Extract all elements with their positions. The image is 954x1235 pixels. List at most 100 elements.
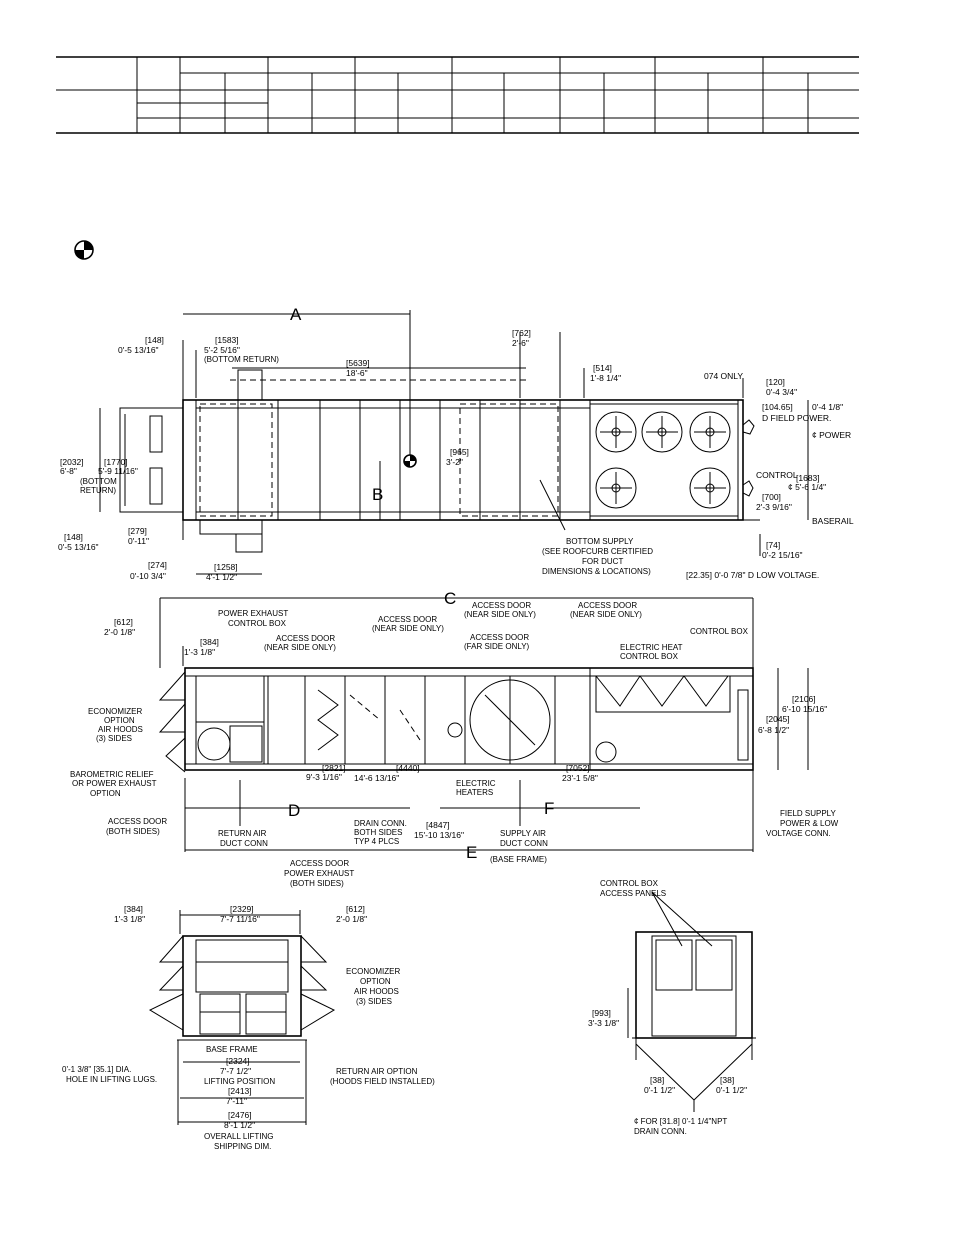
economizer-label-3: AIR HOODS bbox=[98, 725, 143, 734]
dim-612-ft: 2'-0 1/8" bbox=[336, 914, 367, 924]
dim-2821: [2821] bbox=[322, 763, 346, 773]
side-view-labels: C [612] 2'-0 1/8" POWER EXHAUST CONTROL … bbox=[70, 589, 839, 888]
dim-2476-ft: 8'-1 1/2" bbox=[224, 1120, 255, 1130]
dim-1770: [1770] bbox=[104, 457, 128, 467]
dim-7052-ft: 23'-1 5/8" bbox=[562, 773, 598, 783]
center-of-gravity-icon bbox=[74, 240, 94, 260]
dim-700: [700] bbox=[762, 492, 781, 502]
access-door-label-4: ACCESS DOOR bbox=[578, 601, 637, 610]
economizer-label-4: (3) SIDES bbox=[96, 734, 132, 743]
center-of-gravity-icon bbox=[403, 454, 417, 468]
dim-38-right-ft: 0'-1 1/2" bbox=[716, 1085, 747, 1095]
dim-148b-ft: 0'-5 13/16" bbox=[58, 542, 99, 552]
access-door-both-note: (BOTH SIDES) bbox=[106, 827, 160, 836]
barometric-label-3: OPTION bbox=[90, 789, 121, 798]
economizer-label-2: OPTION bbox=[360, 977, 391, 986]
dim-965: [965] bbox=[450, 447, 469, 457]
dim-4440-ft: 14'-6 13/16" bbox=[354, 773, 399, 783]
bottom-label: (BOTTOM bbox=[80, 477, 117, 486]
dimension-table bbox=[56, 56, 859, 134]
dim-2032-ft: 6'-8" bbox=[60, 466, 77, 476]
field-supply-label: FIELD SUPPLY bbox=[780, 809, 837, 818]
dim-1683: [1683] bbox=[796, 473, 820, 483]
drain-label-3: TYP 4 PLCS bbox=[354, 837, 399, 846]
hole-label-2: HOLE IN LIFTING LUGS. bbox=[66, 1075, 157, 1084]
field-power-label: D FIELD POWER. bbox=[762, 413, 831, 423]
power-label: ¢ POWER bbox=[812, 430, 851, 440]
condenser-fan-icon bbox=[595, 411, 637, 453]
dim-104-ft: 0'-4 1/8" bbox=[812, 402, 843, 412]
dim-2045: [2045] bbox=[766, 714, 790, 724]
dim-2045-ft: 6'-8 1/2" bbox=[758, 725, 789, 735]
condenser-fan-icon bbox=[595, 467, 637, 509]
dim-A: A bbox=[290, 305, 302, 324]
bottom-supply-note: (SEE ROOFCURB CERTIFIED bbox=[542, 547, 653, 556]
dim-2032: [2032] bbox=[60, 457, 84, 467]
economizer-label: ECONOMIZER bbox=[88, 707, 142, 716]
dim-148-ft: 0'-5 13/16" bbox=[118, 345, 159, 355]
dim-612: [612] bbox=[114, 617, 133, 627]
dim-1583-ft: 5'-2 5/16" bbox=[204, 345, 240, 355]
dim-384: [384] bbox=[200, 637, 219, 647]
dim-5639: [5639] bbox=[346, 358, 370, 368]
access-panels-label: ACCESS PANELS bbox=[600, 889, 666, 898]
dim-B: B bbox=[372, 485, 383, 504]
control-label: CONTROL bbox=[756, 470, 798, 480]
lifting-position-label: LIFTING POSITION bbox=[204, 1077, 275, 1086]
dim-5639-ft: 18'-6" bbox=[346, 368, 368, 378]
low-voltage-label: [22.35] 0'-0 7/8" D LOW VOLTAGE. bbox=[686, 570, 819, 580]
dim-2329-ft: 7'-7 11/16" bbox=[220, 914, 260, 924]
dim-274: [274] bbox=[148, 560, 167, 570]
dim-38-right: [38] bbox=[720, 1075, 734, 1085]
dim-384-ft: 1'-3 1/8" bbox=[114, 914, 145, 924]
control-box-label: CONTROL BOX bbox=[690, 627, 749, 636]
dim-4440: [4440] bbox=[396, 763, 420, 773]
dim-993: [993] bbox=[592, 1008, 611, 1018]
dim-1770-ft: 5'-9 11/16" bbox=[98, 466, 138, 476]
electric-heaters-label-2: HEATERS bbox=[456, 788, 493, 797]
drain-conn-label-2: DRAIN CONN. bbox=[634, 1127, 687, 1136]
dim-74: [74] bbox=[766, 540, 780, 550]
economizer-label: ECONOMIZER bbox=[346, 967, 400, 976]
dim-148: [148] bbox=[145, 335, 164, 345]
074-only-label: 074 ONLY bbox=[704, 371, 743, 381]
condenser-fan-icon bbox=[641, 411, 683, 453]
dim-2821-ft: 9'-3 1/16" bbox=[306, 772, 342, 782]
dim-120: [120] bbox=[766, 377, 785, 387]
dim-965-ft: 3'-2" bbox=[446, 457, 463, 467]
access-door-label: ACCESS DOOR bbox=[276, 634, 335, 643]
dim-700-ft: 2'-3 9/16" bbox=[756, 502, 792, 512]
dim-38-left-ft: 0'-1 1/2" bbox=[644, 1085, 675, 1095]
drain-label-2: BOTH SIDES bbox=[354, 828, 402, 837]
electric-heat-label-2: CONTROL BOX bbox=[620, 652, 679, 661]
field-supply-label-3: VOLTAGE CONN. bbox=[766, 829, 831, 838]
bottom-supply-label: BOTTOM SUPPLY bbox=[566, 537, 634, 546]
dim-762-ft: 2'-6" bbox=[512, 338, 529, 348]
dim-4847: [4847] bbox=[426, 820, 450, 830]
dim-279: [279] bbox=[128, 526, 147, 536]
power-exhaust-control-label-2: CONTROL BOX bbox=[228, 619, 287, 628]
end-view-right-labels: CONTROL BOX ACCESS PANELS [993] 3'-3 1/8… bbox=[588, 879, 747, 1136]
side-view bbox=[158, 597, 809, 852]
supply-air-label-2: DUCT CONN bbox=[500, 839, 548, 848]
power-exhaust-control-label: POWER EXHAUST bbox=[218, 609, 288, 618]
dim-2476: [2476] bbox=[228, 1110, 252, 1120]
dim-2324: [2324] bbox=[226, 1056, 250, 1066]
dim-514-ft: 1'-8 1/4" bbox=[590, 373, 621, 383]
condenser-fan-icon bbox=[689, 467, 731, 509]
hole-label: 0'-1 3/8" [35.1] DIA. bbox=[62, 1065, 131, 1074]
drain-conn-label: ¢ FOR [31.8] 0'-1 1/4"NPT bbox=[634, 1117, 727, 1126]
dim-993-ft: 3'-3 1/8" bbox=[588, 1018, 619, 1028]
dim-2106: [2106] bbox=[792, 694, 816, 704]
electric-heat-label: ELECTRIC HEAT bbox=[620, 643, 683, 652]
top-view-labels: [148] 0'-5 13/16" [1583] 5'-2 5/16" (BOT… bbox=[58, 305, 854, 582]
dim-120-ft: 0'-4 3/4" bbox=[766, 387, 797, 397]
end-view-left bbox=[148, 910, 336, 1125]
access-door-both-label: ACCESS DOOR bbox=[108, 817, 167, 826]
economizer-label-3: AIR HOODS bbox=[354, 987, 399, 996]
access-door-pe-label-3: (BOTH SIDES) bbox=[290, 879, 344, 888]
dim-612-ft: 2'-0 1/8" bbox=[104, 627, 135, 637]
shipping-dim-label: SHIPPING DIM. bbox=[214, 1142, 271, 1151]
return-air-label: RETURN AIR bbox=[218, 829, 267, 838]
